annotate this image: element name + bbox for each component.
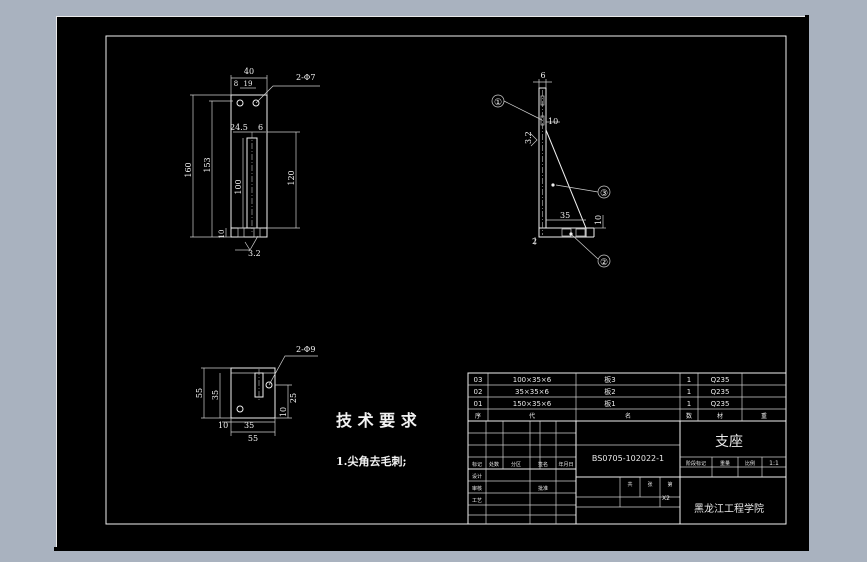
dim-10: 10 — [218, 230, 226, 239]
lbl-sign: 签名 — [538, 461, 548, 468]
tech-requirements-title: 技 术 要 求 — [336, 411, 418, 430]
hole-note-front: 2-Φ7 — [296, 73, 315, 82]
dim-side-35: 35 — [560, 211, 570, 220]
part-3-spec: 100×35×6 — [513, 376, 552, 384]
lbl-count: 处数 — [489, 461, 499, 468]
lbl-sheet: 第 — [667, 481, 672, 488]
dim-120: 120 — [287, 170, 296, 185]
dim-bottom-35h: 35 — [244, 421, 254, 430]
lbl-weight: 重量 — [720, 460, 730, 467]
dim-19: 19 — [244, 80, 253, 88]
hole-left — [236, 99, 244, 107]
balloon-1-label: ① — [494, 98, 502, 108]
front-plate-outline — [230, 94, 268, 238]
part-1-name: 板1 — [604, 399, 615, 408]
part-3-material: Q235 — [711, 376, 730, 384]
hole-right — [252, 99, 260, 107]
dim-24-5: 24.5 — [230, 123, 248, 132]
hdr-spec: 代 — [529, 412, 535, 420]
lbl-date: 年月日 — [558, 461, 573, 468]
dim-side-6: 6 — [540, 71, 545, 80]
part-1-material: Q235 — [711, 400, 730, 408]
roughness-side: 3.2 — [524, 131, 533, 144]
roughness-front: 3.2 — [248, 249, 261, 258]
balloon-2 — [597, 254, 611, 268]
title-block: 03 100×35×6 板3 1 Q235 02 35×35×6 板2 1 Q2… — [467, 372, 787, 525]
sheet-count: X2 — [662, 495, 670, 502]
hdr-weight: 重 — [761, 412, 767, 420]
lbl-ratio: 比例 — [745, 460, 755, 467]
dim-100: 100 — [234, 179, 243, 194]
dim-bottom-55h: 55 — [248, 434, 258, 443]
part-3-name: 板3 — [604, 375, 615, 384]
dim-side-2: 2 — [532, 237, 537, 246]
hdr-no: 序 — [475, 412, 481, 420]
part-2-name: 板2 — [604, 387, 615, 396]
balloon-2-label: ② — [600, 258, 608, 268]
front-view: 40 8 19 2-Φ7 24.5 6 160 153 120 100 10 3… — [184, 67, 320, 258]
dim-side-h10: 10 — [594, 215, 603, 225]
scale-value: 1:1 — [769, 460, 779, 467]
side-view: 6 10 3.2 35 10 2 ① ② ③ — [491, 71, 611, 268]
hdr-name: 名 — [625, 412, 631, 420]
dim-side-10: 10 — [548, 117, 558, 126]
part-name: 支座 — [715, 434, 743, 450]
dim-bottom-25: 25 — [289, 393, 298, 403]
part-1-no: 01 — [474, 400, 483, 408]
tech-requirement-1: 1.尖角去毛刺; — [336, 454, 407, 468]
part-2-no: 02 — [474, 388, 483, 396]
roughness-symbol-side — [530, 133, 538, 147]
part-1-spec: 150×35×6 — [513, 400, 552, 408]
bottom-plate-outline — [230, 367, 276, 419]
dim-bottom-10h: 10 — [218, 421, 228, 430]
part-3-no: 03 — [474, 376, 483, 384]
hdr-material: 材 — [717, 412, 723, 420]
bottom-hole-left — [236, 405, 244, 413]
sheet-shadow-right — [805, 15, 809, 550]
dim-153: 153 — [203, 157, 212, 172]
lbl-design: 设计 — [472, 473, 482, 480]
lbl-zhang: 张 — [647, 481, 652, 488]
part-2-material: Q235 — [711, 388, 730, 396]
dim-bottom-55: 55 — [195, 388, 204, 398]
dim-160: 160 — [184, 162, 193, 177]
drawing-number: BS0705-102022-1 — [592, 454, 664, 463]
dim-width: 40 — [244, 67, 254, 76]
lbl-total: 共 — [627, 481, 632, 488]
part-3-qty: 1 — [687, 376, 691, 384]
bottom-view: 2-Φ9 55 35 25 10 10 35 55 — [195, 345, 318, 443]
dim-8: 8 — [234, 80, 238, 88]
lbl-stage: 阶段标记 — [686, 460, 706, 467]
part-2-spec: 35×35×6 — [515, 388, 550, 396]
part-2-qty: 1 — [687, 388, 691, 396]
dim-bottom-10v: 10 — [279, 407, 288, 417]
part-1-qty: 1 — [687, 400, 691, 408]
roughness-symbol — [244, 235, 259, 251]
balloon-3-label: ③ — [600, 189, 608, 199]
dim-bottom-35: 35 — [211, 390, 220, 400]
lbl-check: 审核 — [472, 485, 482, 492]
institute-name: 黑龙江工程学院 — [694, 502, 764, 515]
lbl-zone: 分区 — [511, 461, 521, 468]
lbl-process: 工艺 — [472, 498, 482, 504]
dim-6: 6 — [258, 123, 263, 132]
hdr-qty: 数 — [686, 412, 692, 420]
lbl-mark: 标记 — [472, 461, 482, 468]
bottom-hole-right — [265, 381, 273, 389]
lbl-approve: 批准 — [538, 485, 548, 492]
sheet-shadow-bottom — [54, 547, 809, 551]
hole-note-bottom: 2-Φ9 — [296, 345, 315, 354]
drawing-border — [105, 35, 787, 525]
